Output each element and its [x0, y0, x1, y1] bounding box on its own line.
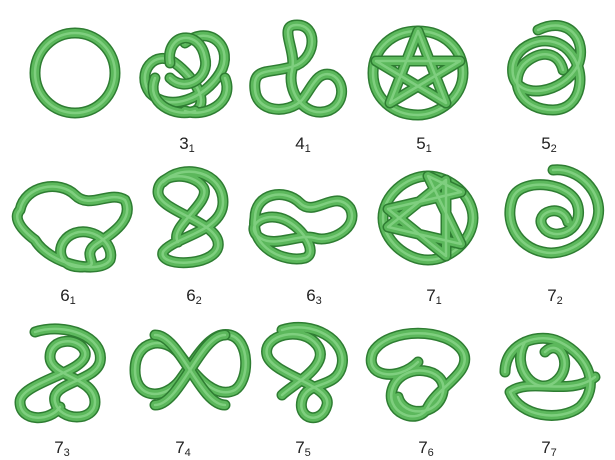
knot-index: 1: [305, 143, 311, 155]
stevedore-knot-icon: [10, 155, 130, 275]
knot-index: 1: [426, 143, 432, 155]
knot-label-7-3: 73: [54, 438, 70, 459]
knot-label-7-1: 71: [426, 286, 442, 307]
knot-label-7-4: 74: [175, 438, 191, 459]
knot-label-6-3: 63: [306, 286, 322, 307]
knot-index: 5: [305, 447, 311, 459]
figure-eight-knot-icon: [237, 10, 357, 130]
unknot-icon: [15, 13, 135, 133]
knot-index: 3: [64, 447, 70, 459]
knot-7-3-icon: [0, 312, 120, 432]
knot-index: 4: [185, 447, 191, 459]
knot-7-5-icon: [242, 310, 362, 430]
knot-7-6-icon: [358, 312, 478, 432]
knot-label-5-1: 51: [416, 134, 432, 155]
knot-index: 6: [428, 447, 434, 459]
three-twist-knot-icon: [488, 10, 608, 130]
knot-label-7-2: 72: [547, 286, 563, 307]
knot-7-2-icon: [493, 152, 613, 272]
knot-index: 2: [557, 295, 563, 307]
trefoil-knot-icon: [130, 13, 250, 133]
knot-index: 3: [316, 295, 322, 307]
knot-label-7-7: 77: [541, 438, 557, 459]
knot-7-4-icon: [130, 310, 250, 430]
knot-index: 1: [70, 295, 76, 307]
knot-index: 1: [436, 295, 442, 307]
knot-label-7-5: 75: [295, 438, 311, 459]
knot-index: 2: [196, 295, 202, 307]
knot-6-3-icon: [240, 158, 360, 278]
knot-label-6-1: 61: [60, 286, 76, 307]
knot-index: 7: [551, 447, 557, 459]
septafoil-knot-icon: [368, 158, 488, 278]
knot-label-7-6: 76: [418, 438, 434, 459]
knot-6-2-icon: [133, 152, 253, 272]
knot-label-4-1: 41: [295, 134, 311, 155]
knot-7-7-icon: [490, 312, 610, 432]
knot-label-6-2: 62: [186, 286, 202, 307]
cinquefoil-knot-icon: [358, 13, 478, 133]
